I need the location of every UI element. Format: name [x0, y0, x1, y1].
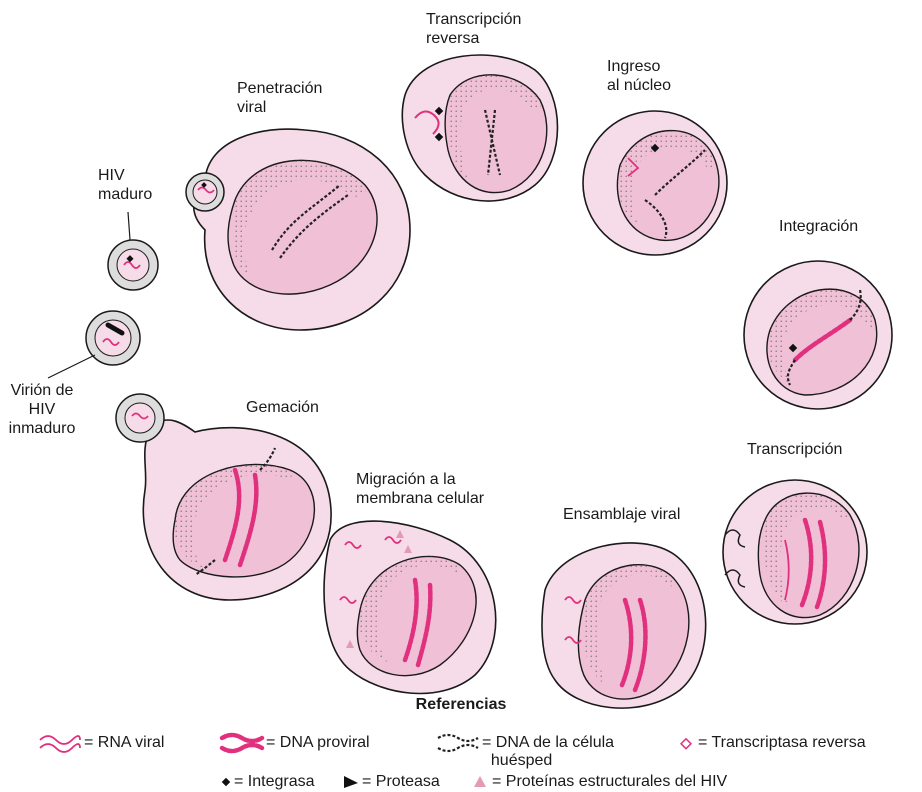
pointer-mature: [127, 211, 131, 241]
cell-integration: [743, 260, 893, 410]
legend-structural-proteins: = Proteínas estructurales del HIV: [492, 773, 728, 790]
legend-dna-proviral: = DNA proviral: [266, 734, 370, 751]
label-reverse-transcription: Transcripción reversa: [426, 11, 522, 47]
label-integration: Integración: [779, 218, 859, 235]
label-transcription: Transcripción: [747, 441, 843, 458]
immature-hiv-virion: [85, 310, 141, 366]
cell-transcription: [722, 479, 868, 625]
proviral-dna-icon: [219, 732, 265, 754]
cell-reverse-transcription: [401, 54, 559, 202]
label-viral-assembly: Ensamblaje viral: [563, 506, 681, 523]
legend-title: Referencias: [415, 696, 507, 713]
cell-viral-assembly: [541, 542, 707, 709]
black-diamond-icon: [221, 777, 231, 787]
label-nuclear-entry: Ingreso al núcleo: [607, 58, 672, 94]
protease-wedge-icon: [344, 776, 358, 788]
label-viral-penetration: Penetración viral: [237, 80, 323, 116]
rna-wave-icon: [39, 735, 81, 753]
legend-rna-viral: = RNA viral: [84, 734, 165, 751]
legend-host-dna: = DNA de la célula huésped: [482, 734, 615, 769]
cell-viral-penetration: [185, 128, 411, 331]
cell-nuclear-entry: [582, 110, 728, 256]
open-diamond-icon: [679, 737, 693, 750]
label-mature-hiv: HIV maduro: [98, 167, 153, 203]
label-budding: Gemación: [246, 399, 319, 416]
pink-triangle-icon: [474, 776, 486, 787]
cell-membrane-migration: [323, 520, 497, 695]
label-immature-virion: Virión de HIV inmaduro: [8, 382, 76, 437]
legend-protease: = Proteasa: [362, 773, 440, 790]
mature-hiv-virion: [107, 239, 159, 291]
legend-reverse-transcriptase: = Transcriptasa reversa: [698, 734, 866, 751]
cell-budding: [115, 393, 332, 601]
host-dna-icon: [437, 733, 479, 753]
legend-integrase: = Integrasa: [234, 773, 315, 790]
pointer-immature: [47, 354, 96, 379]
label-membrane-migration: Migración a la membrana celular: [356, 471, 485, 507]
